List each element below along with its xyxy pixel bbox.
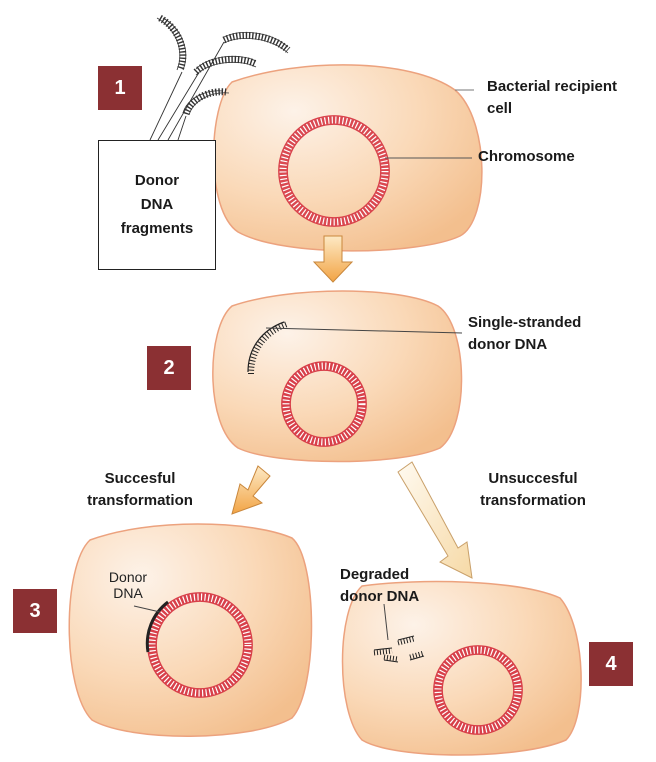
step-4-badge: 4 — [589, 642, 633, 686]
successful-transformation-label: Succesful transformation — [60, 468, 220, 512]
donor-dna-fragments-box: Donor DNA fragments — [98, 140, 216, 270]
step-1-badge: 1 — [98, 66, 142, 110]
chromosome-label: Chromosome — [478, 146, 575, 168]
arrow-successful-icon — [232, 466, 270, 514]
step-3-badge: 3 — [13, 589, 57, 633]
recipient-cell-label: Bacterial recipient cell — [487, 76, 617, 120]
recipient-cell-2 — [213, 291, 462, 462]
donor-dna-fragments-label: Donor DNA fragments — [121, 169, 194, 241]
recipient-cell-3 — [69, 524, 311, 736]
degraded-donor-dna-label: Degraded donor DNA — [340, 564, 419, 608]
unsuccessful-transformation-label: Unsuccesful transformation — [438, 468, 628, 512]
single-stranded-label: Single-stranded donor DNA — [468, 312, 581, 356]
step-2-badge: 2 — [147, 346, 191, 390]
donor-dna-label: Donor DNA — [100, 569, 156, 601]
